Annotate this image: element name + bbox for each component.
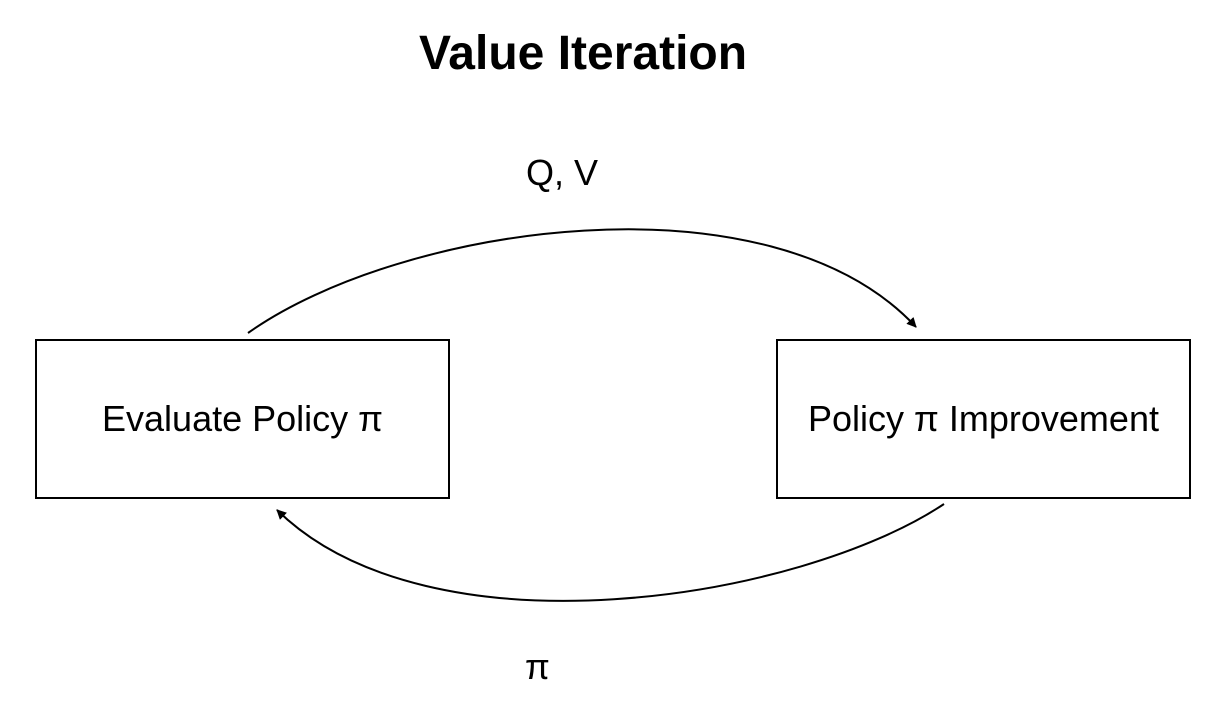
- node-evaluate-policy: Evaluate Policy π: [35, 339, 450, 499]
- diagram-title: Value Iteration: [418, 27, 748, 80]
- edge-label-pi: π: [525, 646, 550, 687]
- node-policy-improvement: Policy π Improvement: [776, 339, 1191, 499]
- edge-label-q-v: Q, V: [526, 152, 599, 193]
- node-evaluate-policy-label: Evaluate Policy π: [102, 398, 383, 439]
- edge-evaluate-to-improve: [247, 228, 917, 334]
- node-policy-improvement-label: Policy π Improvement: [808, 398, 1159, 439]
- edge-improve-to-evaluate: [276, 503, 945, 602]
